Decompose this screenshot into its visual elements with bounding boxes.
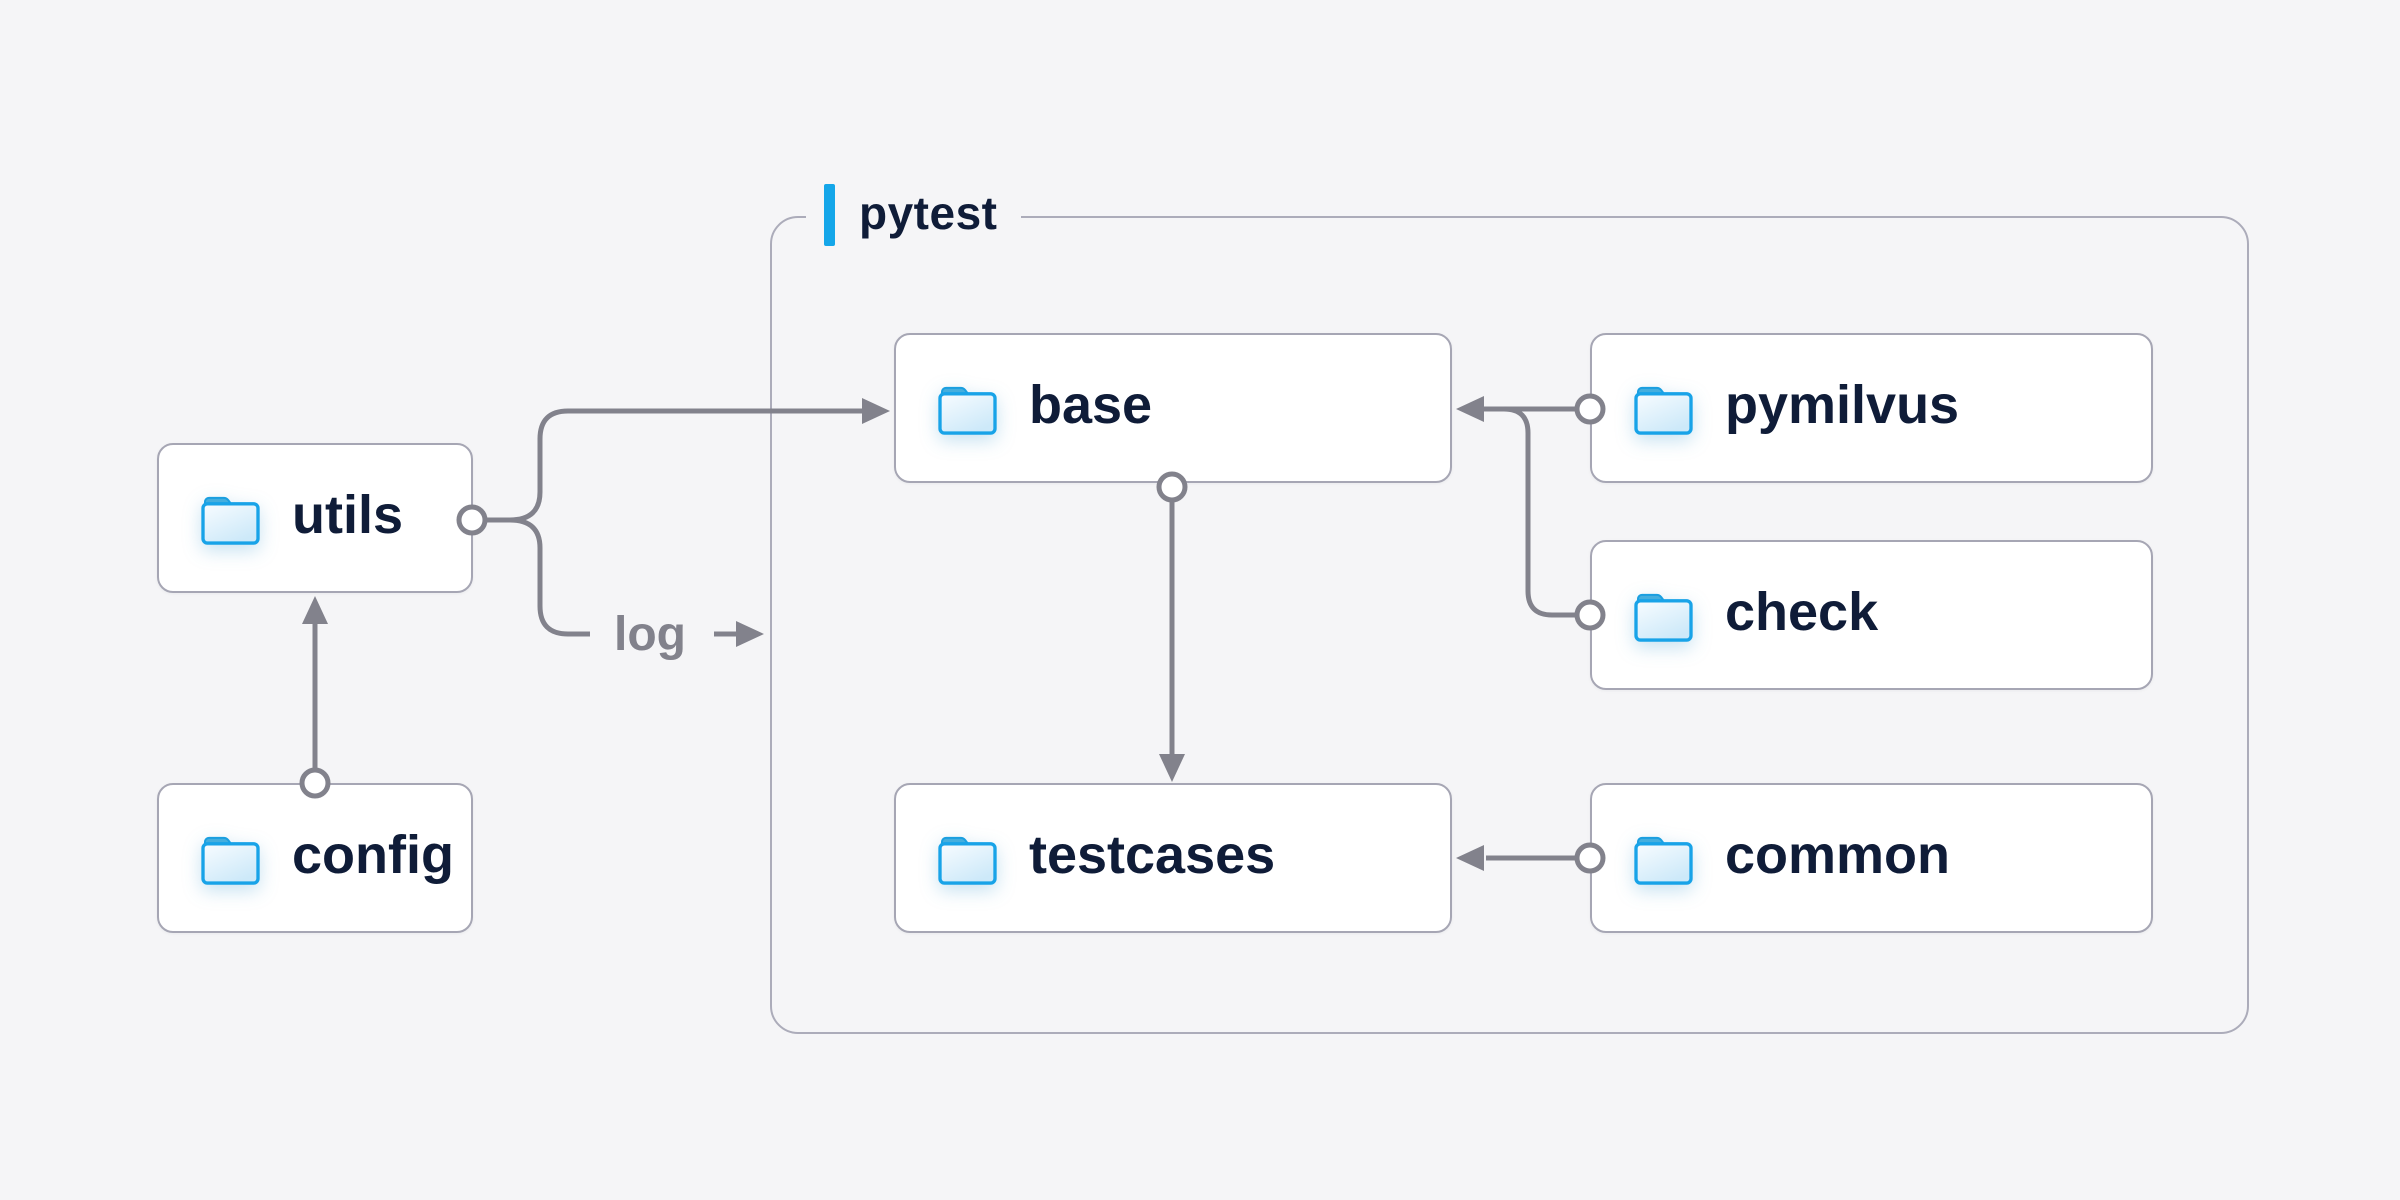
node-label: config	[292, 825, 454, 885]
node-label: check	[1725, 582, 1879, 642]
node-label: utils	[292, 485, 404, 545]
group-pytest-label-text: pytest	[859, 187, 998, 239]
folder-icon	[1634, 593, 1693, 642]
node-check: check	[1590, 540, 2153, 690]
group-pytest-label: pytest	[806, 183, 1022, 247]
folder-icon	[1634, 386, 1693, 435]
folder-icon	[938, 836, 997, 885]
edge-config-utils	[302, 596, 328, 769]
node-label: common	[1725, 825, 1951, 885]
group-pytest	[770, 216, 2249, 1034]
node-label: pymilvus	[1725, 375, 1960, 435]
folder-icon	[201, 496, 260, 545]
accent-bar	[824, 184, 835, 246]
node-base: base	[894, 333, 1452, 483]
folder-icon	[938, 386, 997, 435]
edge-log-label: log	[614, 608, 686, 661]
node-testcases: testcases	[894, 783, 1452, 933]
node-pymilvus: pymilvus	[1590, 333, 2153, 483]
node-label: testcases	[1029, 825, 1276, 885]
folder-icon	[1634, 836, 1693, 885]
node-label: base	[1029, 375, 1153, 435]
node-utils: utils	[157, 443, 473, 593]
node-config: config	[157, 783, 473, 933]
node-common: common	[1590, 783, 2153, 933]
folder-icon	[201, 836, 260, 885]
